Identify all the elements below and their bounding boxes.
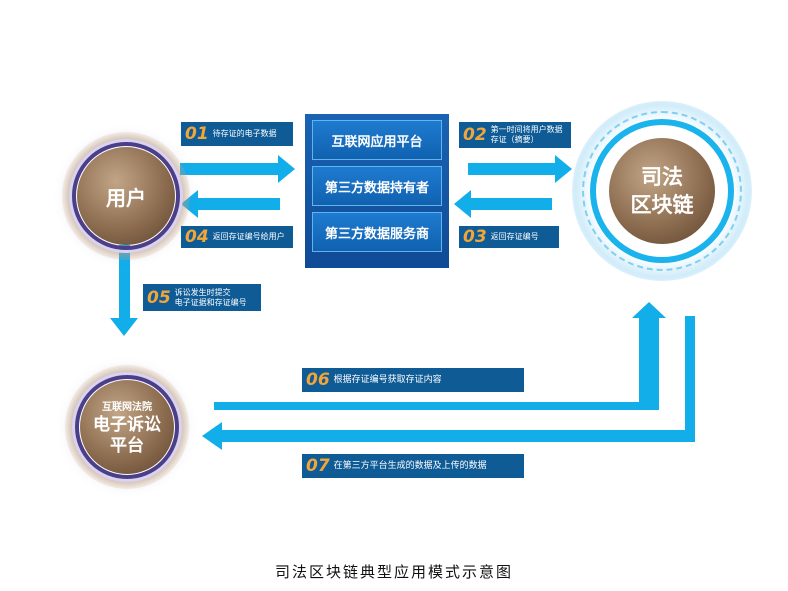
court-ring bbox=[75, 375, 179, 479]
chain-line2: 区块链 bbox=[630, 193, 694, 217]
step-07-text: 在第三方平台生成的数据及上传的数据 bbox=[333, 461, 487, 471]
step-03-num: 03 bbox=[463, 227, 487, 247]
court-main-line2: 平台 bbox=[110, 435, 144, 456]
figure-caption: 司法区块链典型应用模式示意图 bbox=[274, 563, 513, 581]
step-04: 04 返回存证编号给用户 bbox=[181, 226, 293, 248]
step-05: 05 诉讼发生时提交 电子证据和存证编号 bbox=[143, 284, 261, 311]
step-02-num: 02 bbox=[463, 125, 487, 145]
arrow-06 bbox=[214, 302, 666, 410]
step-04-num: 04 bbox=[185, 227, 209, 247]
step-01: 01 待存证的电子数据 bbox=[181, 122, 293, 146]
step-06-text: 根据存证编号获取存证内容 bbox=[333, 375, 442, 385]
arrow-02 bbox=[468, 155, 572, 183]
court-main-line1: 电子诉讼 bbox=[93, 414, 161, 435]
step-05-num: 05 bbox=[147, 287, 171, 308]
arrow-04 bbox=[181, 190, 280, 218]
step-02-text: 第一时间将用户数据 存证（摘要） bbox=[490, 125, 563, 144]
platform-item-app: 互联网应用平台 bbox=[312, 120, 442, 160]
court-node: 互联网法院 电子诉讼 平台 bbox=[80, 380, 174, 474]
arrow-01 bbox=[180, 155, 295, 183]
step-02: 02 第一时间将用户数据 存证（摘要） bbox=[459, 122, 571, 148]
platform-item-service: 第三方数据服务商 bbox=[312, 212, 442, 252]
chain-node: 司法 区块链 bbox=[609, 138, 715, 244]
chain-ring bbox=[590, 119, 734, 263]
court-top-label: 互联网法院 bbox=[102, 401, 152, 413]
user-node: 用户 bbox=[77, 147, 175, 245]
step-03-text: 返回存证编号 bbox=[490, 232, 539, 241]
user-ring bbox=[72, 142, 180, 250]
user-label: 用户 bbox=[106, 185, 146, 210]
step-01-num: 01 bbox=[185, 124, 209, 144]
step-06: 06 根据存证编号获取存证内容 bbox=[302, 368, 524, 392]
step-07: 07 在第三方平台生成的数据及上传的数据 bbox=[302, 454, 524, 478]
step-06-num: 06 bbox=[306, 370, 330, 390]
platform-box: 互联网应用平台 第三方数据持有者 第三方数据服务商 bbox=[305, 114, 449, 268]
arrow-05 bbox=[110, 245, 138, 336]
chain-line1: 司法 bbox=[641, 165, 683, 189]
arrow-03 bbox=[454, 190, 552, 218]
chain-outer-ring bbox=[582, 111, 742, 271]
platform-item-holder: 第三方数据持有者 bbox=[312, 166, 442, 206]
step-07-num: 07 bbox=[306, 456, 330, 476]
step-05-text: 诉讼发生时提交 电子证据和存证编号 bbox=[174, 287, 247, 307]
step-03: 03 返回存证编号 bbox=[459, 226, 559, 248]
arrow-07 bbox=[202, 316, 695, 450]
step-04-text: 返回存证编号给用户 bbox=[212, 232, 285, 241]
step-01-text: 待存证的电子数据 bbox=[212, 129, 277, 138]
